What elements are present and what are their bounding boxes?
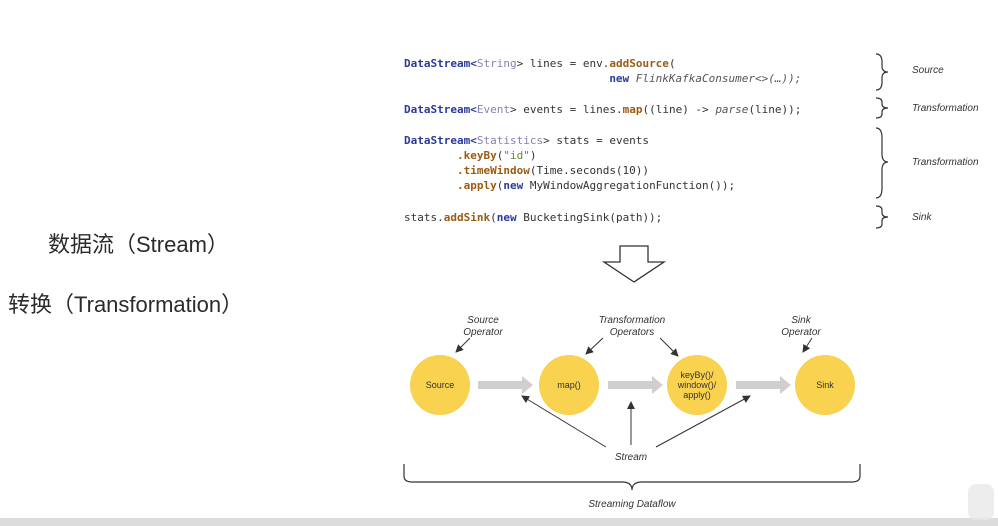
- transformation-label-cn: 转换（Transformation）: [8, 292, 244, 317]
- pointer-transformation-to-map: [585, 337, 604, 355]
- node-source-label: Source: [425, 380, 455, 390]
- brace-label-transformation-1: Transformation: [912, 103, 979, 114]
- node-keyby-window-apply: [667, 355, 727, 415]
- stream-label: Stream: [614, 452, 648, 463]
- code-window: DataStream<Statistics> stats = events .k…: [404, 134, 736, 192]
- pointer-transformation-to-keyby: [659, 337, 679, 357]
- dataflow-brace: [403, 464, 861, 491]
- brace-sink: [875, 205, 889, 229]
- watermark: [968, 484, 994, 520]
- code-map: DataStream<Event> events = lines.map((li…: [404, 103, 802, 116]
- code-source: DataStream<String> lines = env.addSource…: [404, 57, 802, 85]
- brace-label-transformation-2: Transformation: [912, 157, 979, 168]
- brace-source: [875, 53, 889, 91]
- brace-transformation-1: [875, 97, 889, 119]
- streaming-dataflow-label: Streaming Dataflow: [588, 499, 676, 510]
- bottom-bar: [0, 518, 998, 526]
- brace-label-sink: Sink: [912, 212, 932, 223]
- stream-arrow-left: [521, 395, 607, 448]
- flow-arrow-2: [608, 376, 663, 394]
- brace-transformation-2: [875, 127, 889, 199]
- node-keyby-label: keyBy()/ window()/ apply(): [677, 370, 717, 400]
- pointer-source-operator: [455, 337, 471, 353]
- flow-arrow-3: [736, 376, 791, 394]
- stream-arrow-right: [655, 395, 751, 448]
- node-map: [539, 355, 599, 415]
- flow-arrow-1: [478, 376, 533, 394]
- brace-label-source: Source: [912, 65, 944, 76]
- node-map-label: map(): [557, 380, 581, 390]
- code-sink: stats.addSink(new BucketingSink(path));: [404, 211, 663, 224]
- node-sink-label: Sink: [816, 380, 834, 390]
- node-source: [410, 355, 470, 415]
- stream-label-cn: 数据流（Stream）: [48, 232, 229, 257]
- pointer-sink-operator: [802, 337, 813, 353]
- node-sink: [795, 355, 855, 415]
- down-arrow-icon: [601, 245, 667, 283]
